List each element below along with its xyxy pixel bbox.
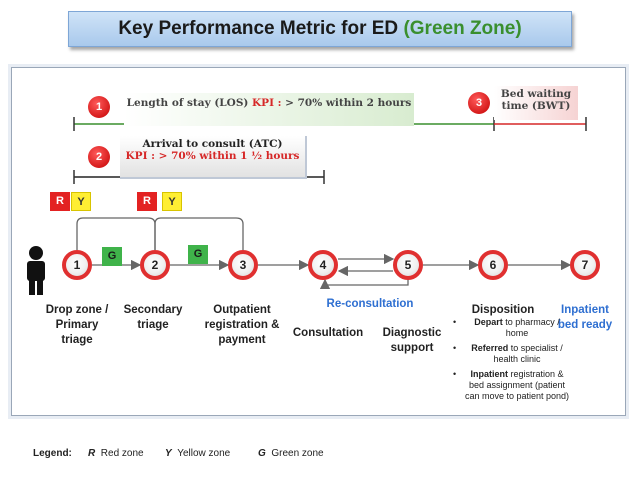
los-kpi-box: Length of stay (LOS) KPI : > 70% within … (124, 93, 414, 126)
zone-red-1: R (50, 192, 70, 211)
disposition-item: Depart to pharmacy / home (453, 317, 571, 339)
disposition-item: Referred to specialist / health clinic (453, 343, 571, 365)
label-drop-zone: Drop zone / Primary triage (45, 304, 109, 346)
label-inpatient-bed: Inpatient bed ready (557, 304, 613, 331)
step-node-4: 4 (308, 250, 338, 280)
page-title: Key Performance Metric for ED (Green Zon… (68, 11, 572, 47)
person-icon (27, 246, 45, 295)
step-node-6: 6 (478, 250, 508, 280)
bwt-label: Bed waiting time (BWT) (500, 88, 572, 112)
legend-item-yellow: Y Yellow zone (165, 448, 231, 459)
triage-arc-1 (76, 217, 156, 250)
zone-green-2: G (188, 245, 208, 264)
title-zone: (Green Zone) (403, 18, 522, 39)
zone-yellow-2: Y (162, 192, 182, 211)
atc-label: Arrival to consult (ATC) (142, 138, 283, 150)
atc-value: > 70% within 1 ½ hours (158, 150, 300, 162)
title-main: Key Performance Metric for ED (118, 18, 399, 39)
kpi-badge-2: 2 (88, 146, 110, 168)
zone-red-2: R (137, 192, 157, 211)
legend-item-red: R Red zone (88, 448, 144, 459)
step-node-3: 3 (228, 250, 258, 280)
step-node-1: 1 (62, 250, 92, 280)
triage-arc-2 (154, 217, 244, 250)
los-value: > 70% within 2 hours (285, 97, 412, 109)
atc-kpi-box: Arrival to consult (ATC) KPI : > 70% wit… (120, 136, 307, 179)
step-node-5: 5 (393, 250, 423, 280)
legend-item-green: G Green zone (258, 448, 324, 459)
zone-yellow-1: Y (71, 192, 91, 211)
kpi-badge-1: 1 (88, 96, 110, 118)
label-secondary-triage: Secondary triage (123, 304, 183, 331)
atc-kpi: KPI : (125, 150, 156, 162)
label-consultation: Consultation (292, 327, 364, 339)
label-outpatient: Outpatient registration & payment (204, 304, 280, 346)
disposition-list: Depart to pharmacy / home Referred to sp… (453, 317, 571, 406)
disposition-item: Inpatient registration & bed assignment … (453, 369, 571, 402)
step-node-2: 2 (140, 250, 170, 280)
bwt-kpi-box: Bed waiting time (BWT) (494, 86, 578, 120)
los-label: Length of stay (LOS) (126, 97, 249, 109)
legend-title: Legend: (33, 448, 72, 459)
label-disposition: Disposition (471, 304, 535, 316)
step-node-7: 7 (570, 250, 600, 280)
label-reconsultation: Re-consultation (326, 298, 414, 310)
zone-green-1: G (102, 247, 122, 266)
label-diagnostic: Diagnostic support (382, 327, 442, 354)
los-kpi: KPI : (252, 97, 282, 109)
kpi-badge-3: 3 (468, 92, 490, 114)
